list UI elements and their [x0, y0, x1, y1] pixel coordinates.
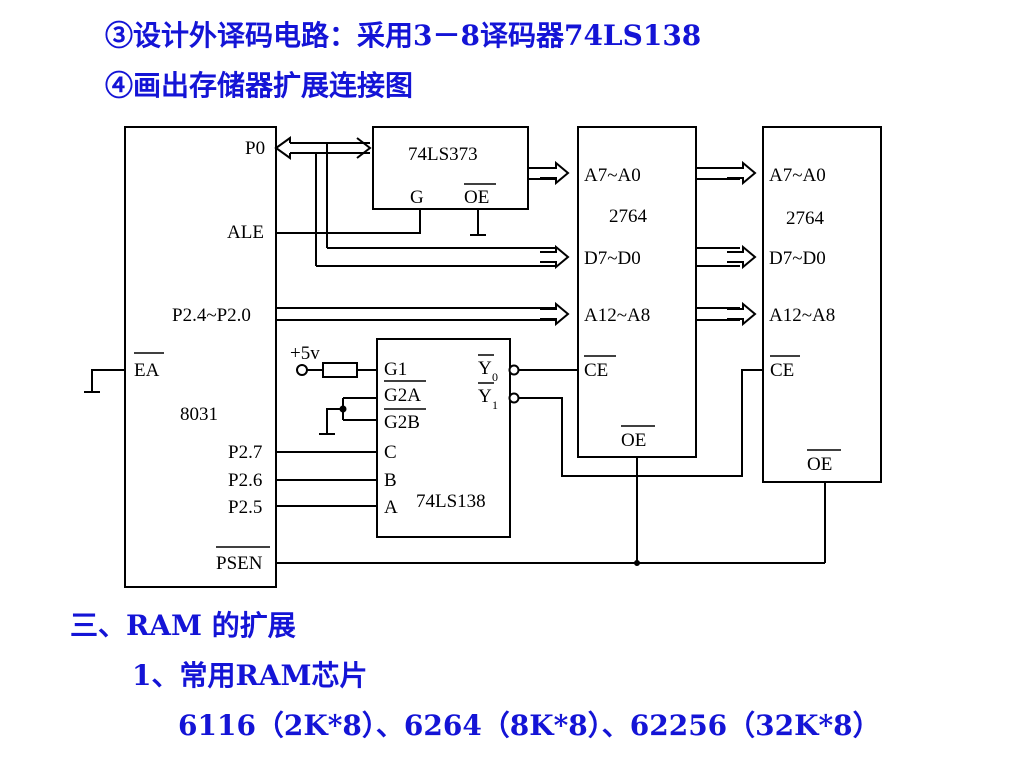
pullup-resistor — [322, 362, 358, 378]
latch-oe-label: OE — [464, 187, 489, 208]
cpu-p2-high-label: P2.4~P2.0 — [172, 305, 251, 326]
eprom1-ce-label: CE — [584, 360, 608, 381]
psen-junction-dot — [634, 560, 640, 566]
latch-oe-ground — [470, 209, 486, 236]
cpu-p25-label: P2.5 — [228, 497, 262, 518]
cpu-8031-body — [124, 126, 277, 588]
eprom2-oe-label: OE — [807, 454, 832, 475]
p2-high-bus — [276, 307, 555, 321]
eprom1-addr-high-label: A12~A8 — [584, 305, 650, 326]
decoder-a-label: A — [384, 497, 398, 518]
psen-wire — [276, 457, 826, 564]
eprom2-ce-label: CE — [770, 360, 794, 381]
eprom1-addr-low-label: A7~A0 — [584, 165, 641, 186]
power-label: +5v — [290, 343, 320, 364]
g2-ground-wire — [319, 397, 377, 435]
eprom1-name-label: 2764 — [609, 206, 648, 227]
cpu-p27-label: P2.7 — [228, 442, 262, 463]
data-bus-eprom2 — [696, 247, 740, 267]
decoder-y0-label: Y — [478, 358, 492, 379]
eprom2-data-label: D7~D0 — [769, 248, 826, 269]
heading-common-ram-chips: 1、常用RAM芯片 — [132, 659, 368, 692]
g2-junction-dot — [339, 405, 347, 413]
decoder-74ls138-body — [376, 338, 511, 538]
decoder-y1-label: Y — [478, 386, 492, 407]
latch-name-label: 74LS373 — [408, 144, 478, 165]
decoder-y0-subscript: 0 — [492, 370, 498, 384]
eprom2-addr-low-label: A7~A0 — [769, 165, 826, 186]
y1-to-ce2-wire — [518, 369, 763, 477]
decoder-g1-label: G1 — [384, 359, 407, 380]
decoder-name-label: 74LS138 — [416, 491, 486, 512]
cpu-psen-label: PSEN — [216, 553, 263, 574]
bus-arrows — [539, 162, 756, 325]
heading-step3: ③设计外译码电路：采用3－8译码器74LS138 — [105, 19, 702, 52]
ram-chip-list: 6116（2K*8）、6264（8K*8）、62256（32K*8） — [178, 709, 881, 742]
y1-bubble — [508, 392, 520, 404]
eprom2-addr-high-label: A12~A8 — [769, 305, 835, 326]
p0-to-latch-arrow — [356, 137, 372, 159]
cpu-name-label: 8031 — [180, 404, 218, 425]
y0-bubble — [508, 364, 520, 376]
cpu-p26-label: P2.6 — [228, 470, 262, 491]
cpu-p0-label: P0 — [245, 138, 265, 159]
vcc-terminal — [296, 364, 308, 376]
cpu-ale-label: ALE — [227, 222, 264, 243]
decoder-g2a-label: G2A — [384, 385, 421, 406]
heading-section-ram: 三、RAM 的扩展 — [70, 609, 296, 642]
eprom2-name-label: 2764 — [786, 208, 825, 229]
decoder-c-label: C — [384, 442, 397, 463]
decoder-g2b-label: G2B — [384, 412, 420, 433]
latch-g-label: G — [410, 187, 424, 208]
decoder-y1-subscript: 1 — [492, 398, 498, 412]
ale-to-g-wire — [276, 209, 421, 234]
p0-address-bus-vertical — [315, 143, 328, 266]
cpu-ea-label: EA — [134, 360, 160, 381]
p0-bus — [274, 136, 370, 160]
ea-ground-wire — [84, 369, 125, 393]
heading-step4: ④画出存储器扩展连接图 — [105, 69, 414, 102]
decoder-b-label: B — [384, 470, 397, 491]
eprom1-oe-label: OE — [621, 430, 646, 451]
latch-74ls373-body — [372, 126, 529, 210]
eprom2-2764-body — [762, 126, 882, 483]
eprom1-data-label: D7~D0 — [584, 248, 641, 269]
